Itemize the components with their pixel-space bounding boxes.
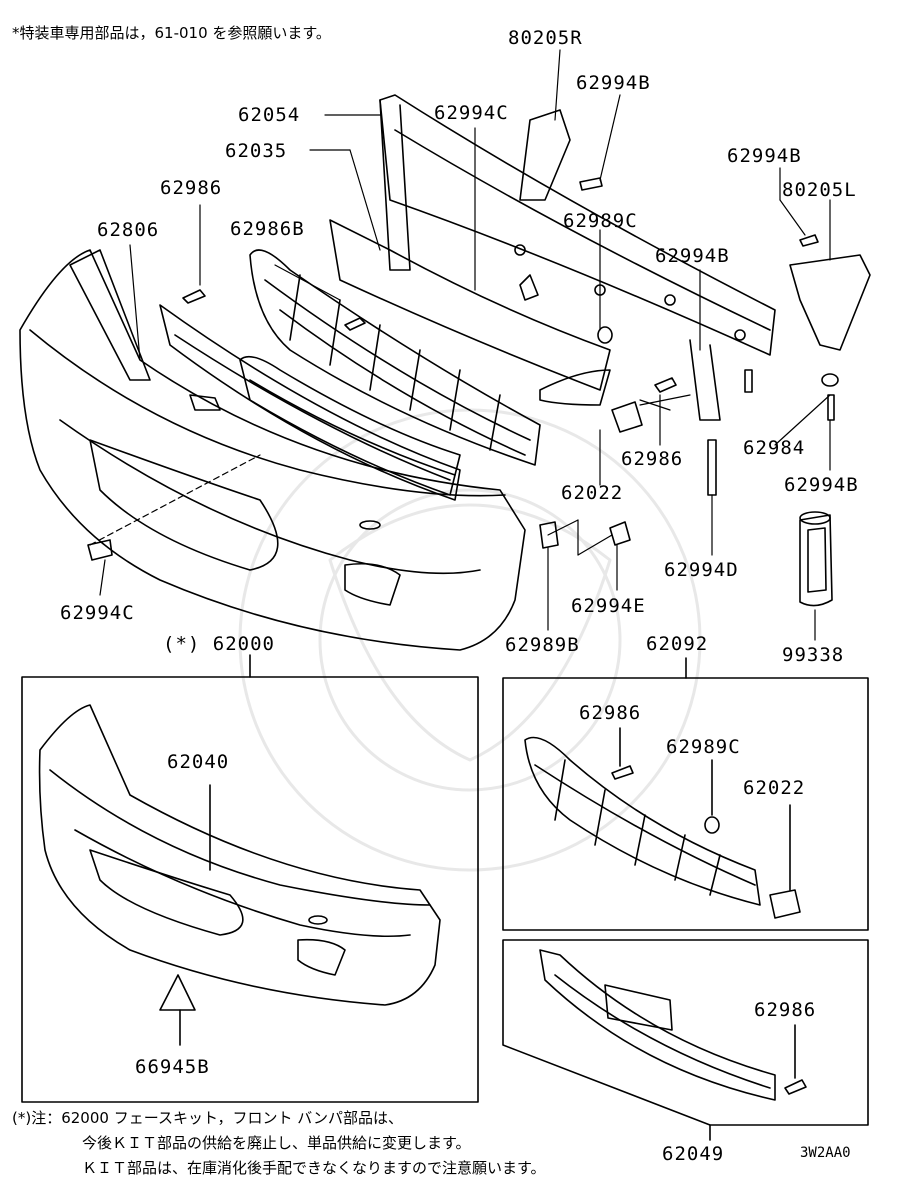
part-label-62040[interactable]: 62040 bbox=[167, 751, 230, 773]
part-label-62994c[interactable]: 62994C bbox=[60, 602, 135, 624]
lower-reinforcement bbox=[159, 304, 461, 501]
part-label-62989b[interactable]: 62989B bbox=[505, 634, 580, 656]
part-label-62994b[interactable]: 62994B bbox=[727, 145, 802, 167]
part-label-62986b[interactable]: 62986B bbox=[230, 218, 305, 240]
kit-footnote-line-2: 今後ＫＩＴ部品の供給を廃止し、単品供給に変更します。 bbox=[82, 1134, 471, 1152]
upper-cross-member bbox=[379, 94, 776, 421]
part-label-99338[interactable]: 99338 bbox=[782, 644, 845, 666]
part-label-62989c[interactable]: 62989C bbox=[563, 210, 638, 232]
clip-set bbox=[87, 177, 839, 561]
face-kit-fascia bbox=[38, 704, 441, 1046]
part-label-66945b[interactable]: 66945B bbox=[135, 1056, 210, 1078]
part-label-62994d[interactable]: 62994D bbox=[664, 559, 739, 581]
lower-grille bbox=[239, 355, 461, 496]
part-label-62022[interactable]: 62022 bbox=[561, 482, 624, 504]
part-label-62000-kit[interactable]: (*) 62000 bbox=[163, 633, 275, 655]
lower-reinforcement-bar bbox=[539, 949, 807, 1101]
kit-62000-box bbox=[21, 654, 479, 1103]
reinforcement-62049-box bbox=[502, 939, 869, 1141]
bracket-80205L bbox=[789, 254, 871, 351]
part-label-62994b[interactable]: 62994B bbox=[784, 474, 859, 496]
watermark-emblem bbox=[238, 408, 702, 872]
part-label-62049[interactable]: 62049 bbox=[662, 1143, 725, 1165]
part-label-62994b[interactable]: 62994B bbox=[655, 245, 730, 267]
spray-can bbox=[799, 511, 833, 607]
front-grille bbox=[249, 249, 541, 466]
part-label-80205l[interactable]: 80205L bbox=[782, 179, 857, 201]
part-label-62022[interactable]: 62022 bbox=[743, 777, 806, 799]
kit-footnote-line-1: (*)注：62000 フェースキット，フロント バンパ部品は、 bbox=[12, 1109, 404, 1127]
part-label-62092[interactable]: 62092 bbox=[646, 633, 709, 655]
part-label-62994e[interactable]: 62994E bbox=[571, 595, 646, 617]
part-label-80205r[interactable]: 80205R bbox=[508, 27, 583, 49]
part-label-62035[interactable]: 62035 bbox=[225, 140, 288, 162]
part-label-62986[interactable]: 62986 bbox=[621, 448, 684, 470]
kit-footnote-line-3: ＫＩＴ部品は、在庫消化後手配できなくなりますので注意願います。 bbox=[82, 1159, 546, 1177]
part-label-62984[interactable]: 62984 bbox=[743, 437, 806, 459]
part-label-62994b[interactable]: 62994B bbox=[576, 72, 651, 94]
bracket-80205R bbox=[519, 109, 571, 201]
part-label-62989c[interactable]: 62989C bbox=[666, 736, 741, 758]
part-label-62994c[interactable]: 62994C bbox=[434, 102, 509, 124]
replacement-grille bbox=[524, 727, 801, 919]
part-label-62986[interactable]: 62986 bbox=[160, 177, 223, 199]
special-vehicle-note: *特装車専用部品は，61-010 を参照願います。 bbox=[12, 24, 331, 42]
grille-62092-box bbox=[502, 657, 869, 931]
radiator-support-panel bbox=[329, 219, 611, 406]
part-label-62986[interactable]: 62986 bbox=[754, 999, 817, 1021]
leader-lines bbox=[89, 49, 831, 641]
part-label-62054[interactable]: 62054 bbox=[238, 104, 301, 126]
part-label-62806[interactable]: 62806 bbox=[97, 219, 160, 241]
part-label-62986[interactable]: 62986 bbox=[579, 702, 642, 724]
diagram-code: 3W2AA0 bbox=[800, 1145, 851, 1161]
front-bumper-fascia bbox=[19, 249, 526, 651]
